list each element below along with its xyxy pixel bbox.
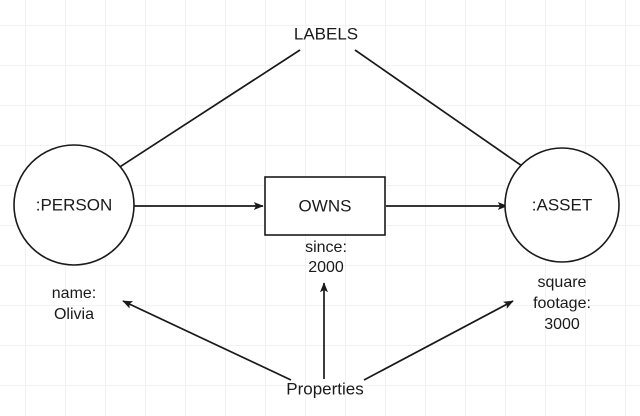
asset-circle[interactable] bbox=[504, 147, 620, 263]
asset-label: :ASSET bbox=[532, 195, 592, 214]
properties-annotation: Properties bbox=[286, 379, 363, 398]
node-person[interactable]: :PERSON bbox=[13, 144, 135, 266]
name-value: Olivia bbox=[54, 306, 94, 323]
since-value: 2000 bbox=[308, 259, 344, 276]
labels-annotation: LABELS bbox=[294, 24, 358, 43]
edge-properties-to-footage bbox=[363, 300, 514, 381]
labels-title: LABELS bbox=[294, 24, 358, 43]
asset-property-square-footage: square footage: 3000 bbox=[533, 274, 591, 333]
edge-labels-to-person bbox=[94, 49, 301, 184]
since-key: since: bbox=[305, 239, 347, 256]
footage-key-line2: footage: bbox=[533, 295, 591, 312]
person-property-name: name: Olivia bbox=[52, 285, 96, 323]
relationship-property-since: since: 2000 bbox=[305, 239, 347, 276]
name-key: name: bbox=[52, 285, 96, 302]
node-owns[interactable]: OWNS bbox=[264, 176, 386, 236]
person-label: :PERSON bbox=[36, 195, 113, 214]
footage-key-line1: square bbox=[538, 274, 587, 291]
person-circle[interactable] bbox=[13, 144, 135, 266]
node-asset[interactable]: :ASSET bbox=[504, 147, 620, 263]
edge-labels-to-asset bbox=[354, 49, 549, 185]
footage-value: 3000 bbox=[544, 316, 580, 333]
edge-properties-to-name bbox=[122, 300, 292, 381]
owns-label: OWNS bbox=[299, 196, 352, 215]
owns-rectangle[interactable] bbox=[264, 176, 386, 236]
properties-title: Properties bbox=[286, 379, 363, 398]
